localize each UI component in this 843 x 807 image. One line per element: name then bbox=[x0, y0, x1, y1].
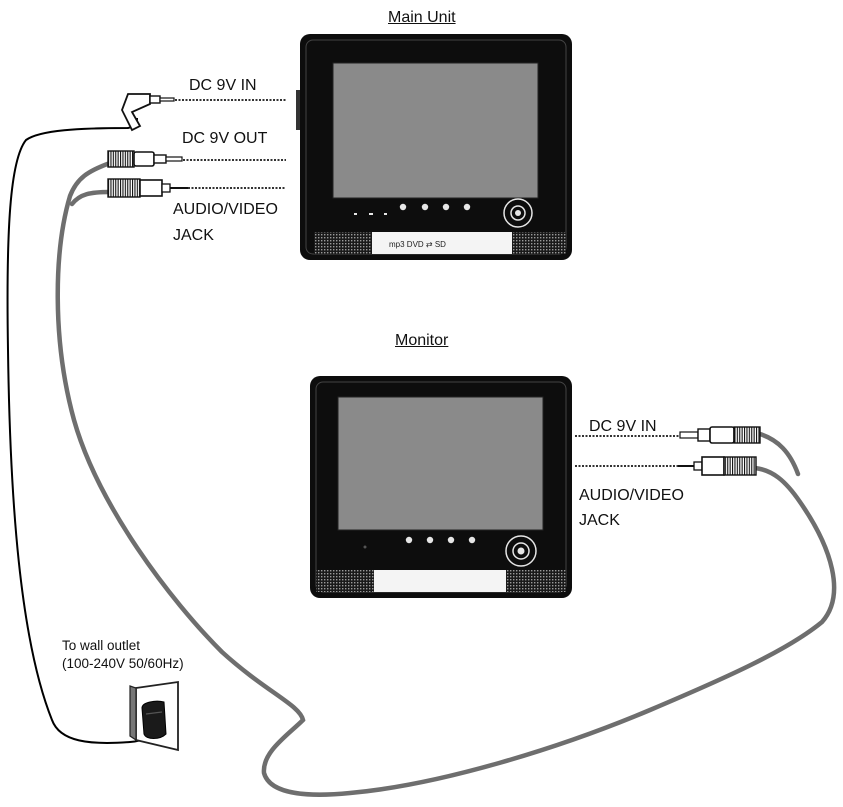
wall-outlet-label-line2: (100-240V 50/60Hz) bbox=[62, 656, 184, 671]
monitor-screen bbox=[337, 396, 544, 531]
main-unit-disc-slot bbox=[372, 232, 512, 254]
main-unit-device: mp3 DVD ⇄ SD bbox=[296, 34, 572, 260]
monitor-speaker-right bbox=[506, 570, 566, 592]
av-jack-plug-icon bbox=[107, 178, 188, 198]
power-adapter-icon bbox=[141, 700, 167, 739]
wall-outlet-icon bbox=[129, 680, 179, 752]
main-unit-av-jack-label-line1: AUDIO/VIDEO bbox=[173, 201, 278, 218]
link-cable-branch bbox=[69, 189, 113, 207]
monitor-av-jack-label-line1: AUDIO/VIDEO bbox=[579, 487, 684, 504]
monitor-speaker-left bbox=[316, 570, 374, 592]
link-cable bbox=[55, 160, 837, 797]
main-unit-dc-out-label: DC 9V OUT bbox=[182, 130, 268, 147]
link-cable-branch-monitor bbox=[757, 431, 801, 477]
main-unit-speaker-left bbox=[314, 232, 372, 254]
main-unit-dc-in-label: DC 9V IN bbox=[189, 77, 257, 94]
monitor-dc-in-label: DC 9V IN bbox=[589, 418, 657, 435]
main-unit-buttons bbox=[354, 203, 471, 215]
main-unit-av-jack-label-line2: JACK bbox=[173, 227, 214, 244]
dc-out-plug-icon bbox=[107, 150, 183, 168]
monitor-dpad-icon bbox=[505, 535, 537, 567]
main-unit-dpad-icon bbox=[503, 198, 533, 228]
monitor-dc-plug-icon bbox=[679, 426, 761, 444]
leader-lines bbox=[175, 99, 680, 467]
monitor-title: Monitor bbox=[395, 332, 449, 349]
monitor-av-jack-label-line2: JACK bbox=[579, 512, 620, 529]
monitor-device bbox=[310, 376, 572, 598]
power-cable bbox=[6, 117, 153, 744]
wall-outlet-label-line1: To wall outlet bbox=[62, 638, 141, 653]
main-unit-screen bbox=[332, 62, 539, 199]
monitor-buttons bbox=[363, 536, 476, 549]
main-unit-logos: mp3 DVD ⇄ SD bbox=[389, 240, 446, 249]
monitor-av-plug-icon bbox=[678, 456, 757, 476]
main-unit-speaker-right bbox=[512, 232, 566, 254]
main-unit-title: Main Unit bbox=[388, 9, 456, 26]
dc-angle-plug-icon bbox=[121, 93, 175, 132]
